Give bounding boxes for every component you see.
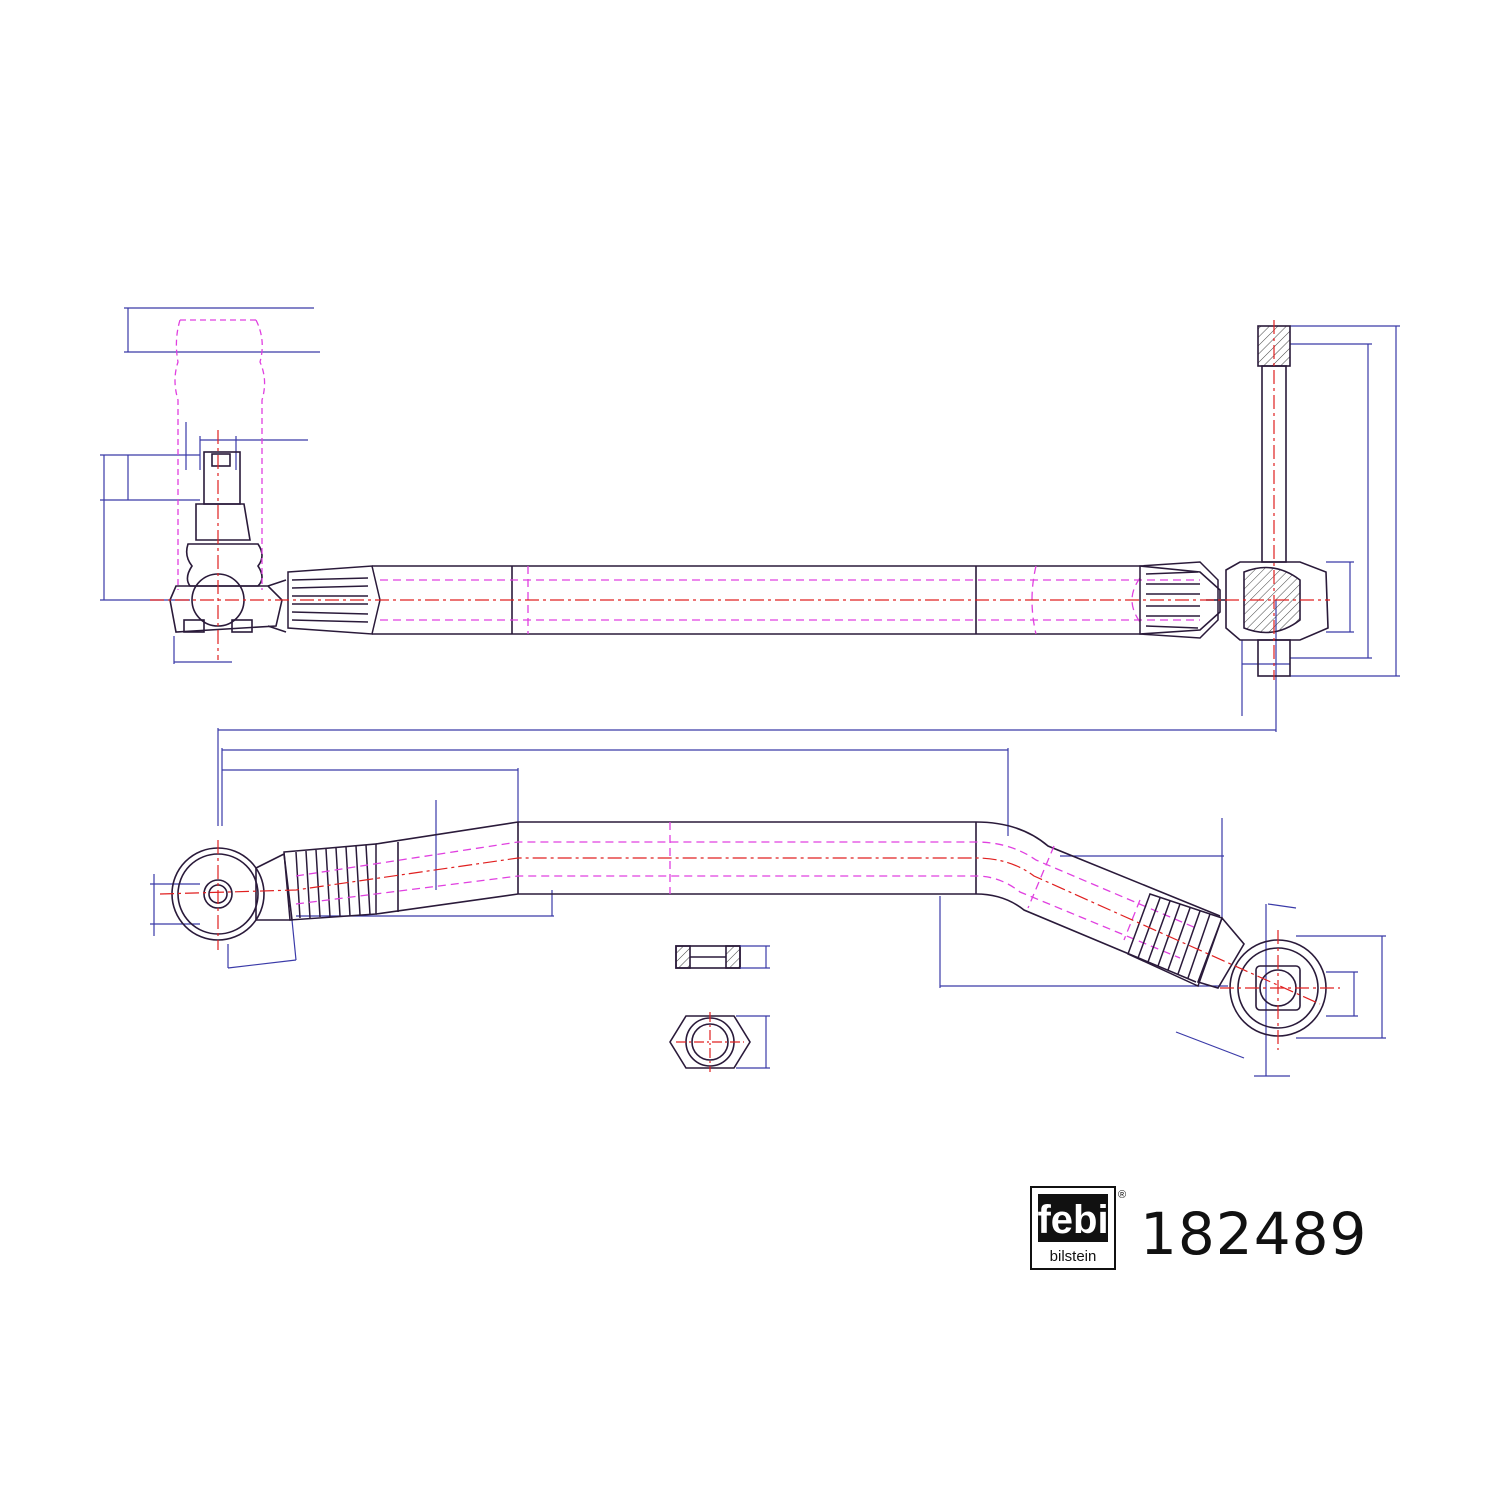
svg-text:bilstein: bilstein	[1050, 1248, 1097, 1265]
bottom-dimensions	[150, 748, 1386, 1077]
bottom-view	[150, 748, 1386, 1077]
top-view	[100, 307, 1400, 826]
top-left-sleeve	[287, 565, 381, 635]
febi-bilstein-logo: febi bilstein ®	[1030, 1186, 1126, 1270]
bottom-tube-hidden	[295, 822, 1197, 959]
svg-text:®: ®	[1118, 1189, 1126, 1201]
nut-front-centerlines	[676, 1012, 744, 1072]
top-dimensions	[100, 307, 1400, 826]
bottom-right-sleeve	[1127, 893, 1223, 988]
nut-side-view	[675, 945, 741, 969]
nut-side-dimensions	[740, 945, 770, 969]
top-right-joint	[1206, 325, 1329, 677]
logo-graphic: febi bilstein ®	[1030, 1186, 1126, 1270]
top-left-ball-joint	[169, 451, 287, 633]
nut-front-dimensions	[736, 1015, 770, 1069]
top-left-boot-hidden	[174, 319, 266, 590]
top-centerlines	[150, 320, 1330, 680]
part-number: 182489	[1140, 1200, 1368, 1268]
bottom-centerlines	[159, 840, 1340, 1050]
bottom-left-eye	[171, 847, 293, 941]
svg-text:febi: febi	[1037, 1198, 1108, 1242]
top-right-sleeve	[1139, 561, 1219, 639]
top-tube-hidden	[380, 565, 1200, 635]
bottom-left-sleeve	[283, 843, 377, 921]
